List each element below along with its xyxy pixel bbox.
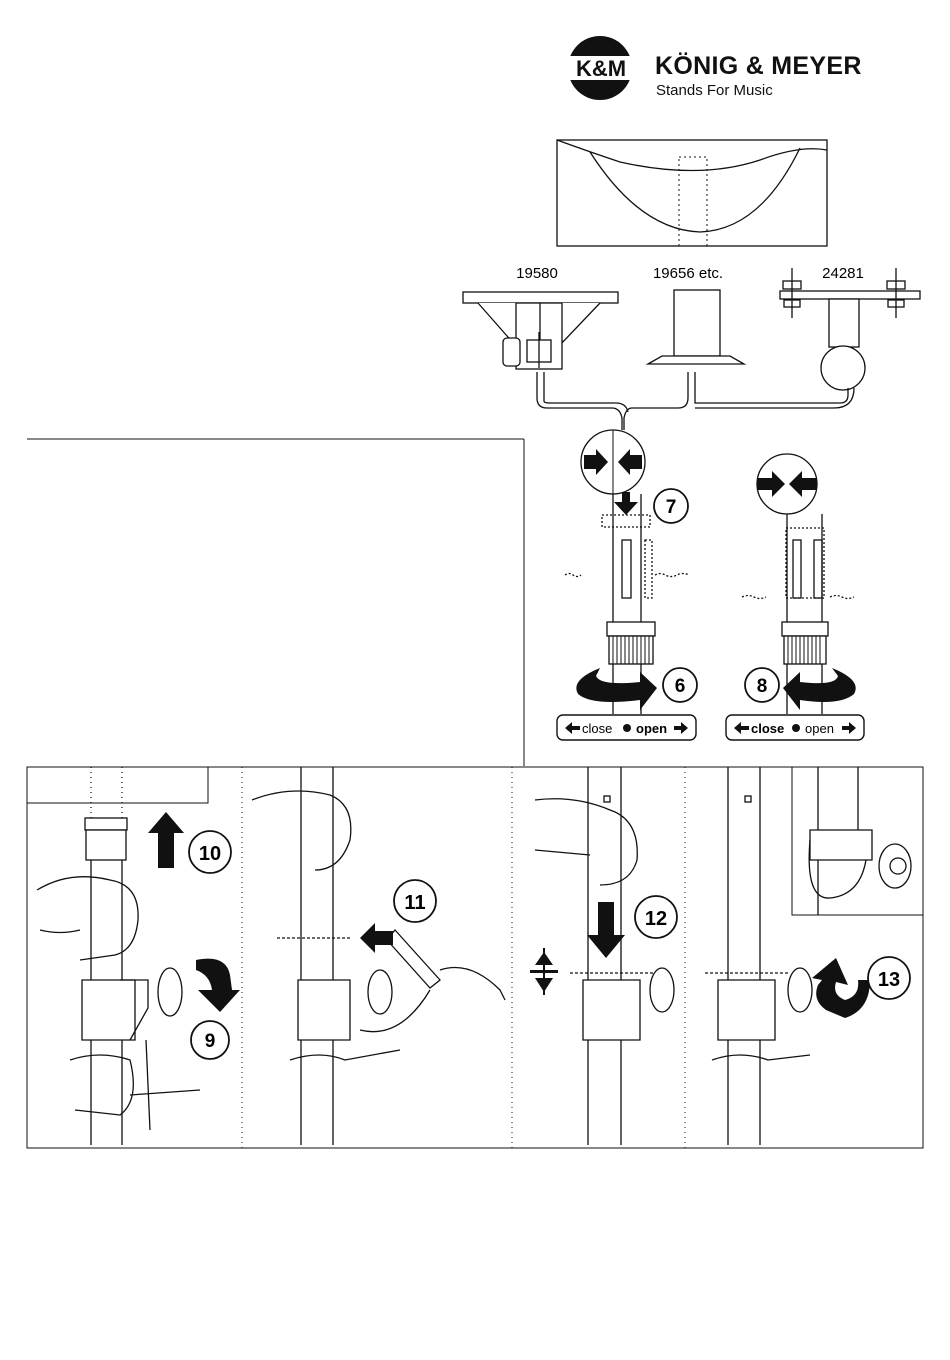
step-13-number: 13 [878,969,900,991]
open-label-right: open [805,721,834,736]
open-label-left: open [636,721,667,736]
step-11-number: 11 [404,892,425,914]
step-10-number: 10 [199,843,221,865]
part-label-19580: 19580 [516,265,558,282]
part-label-24281: 24281 [822,265,864,282]
step-8-number: 8 [757,676,768,697]
rotate-arrow-icon [196,959,240,1012]
step-12-number: 12 [645,908,667,930]
rotate-arrow-icon [576,668,657,710]
step-13-badge: 13 [868,957,910,999]
step-9-badge: 9 [191,1021,229,1059]
speaker-cabinet [557,140,827,246]
panel-step-13 [705,767,911,1145]
text-panel-frame [27,439,524,766]
connector-lines [537,372,854,430]
adapter-19580 [463,292,618,369]
close-label-left: close [582,721,612,736]
step-7-number: 7 [666,497,677,518]
brand-logo: K&M KÖNIG & MEYER Stands For Music [566,34,926,104]
close-open-indicator-left: close open [557,715,696,740]
arrow-down-icon [614,492,638,515]
km-logo-mark: K&M [566,34,646,104]
arrow-down-icon [587,902,625,958]
close-open-indicator-right: close open [726,715,864,740]
step-10-badge: 10 [189,831,231,873]
adapter-19656 [648,290,744,364]
bracket-24281 [780,268,920,390]
rotate-arrow-icon [812,958,870,1018]
logo-mark-text: K&M [576,56,626,81]
step-6-badge: 6 [663,668,697,702]
arrow-left-icon [360,923,393,953]
brand-tagline: Stands For Music [656,82,773,99]
step-6-number: 6 [675,676,686,697]
step-7-badge: 7 [654,489,688,523]
arrow-up-icon [148,812,184,868]
brand-name: KÖNIG & MEYER [655,52,862,81]
part-label-19656: 19656 etc. [653,265,723,282]
panel-step-11 [252,767,505,1145]
compress-icon [530,948,558,995]
step-11-badge: 11 [394,880,436,922]
step-8-badge: 8 [745,668,779,702]
close-label-right: close [751,721,784,736]
step-9-number: 9 [205,1031,216,1052]
step-12-badge: 12 [635,896,677,938]
rotate-arrow-icon [783,668,856,710]
